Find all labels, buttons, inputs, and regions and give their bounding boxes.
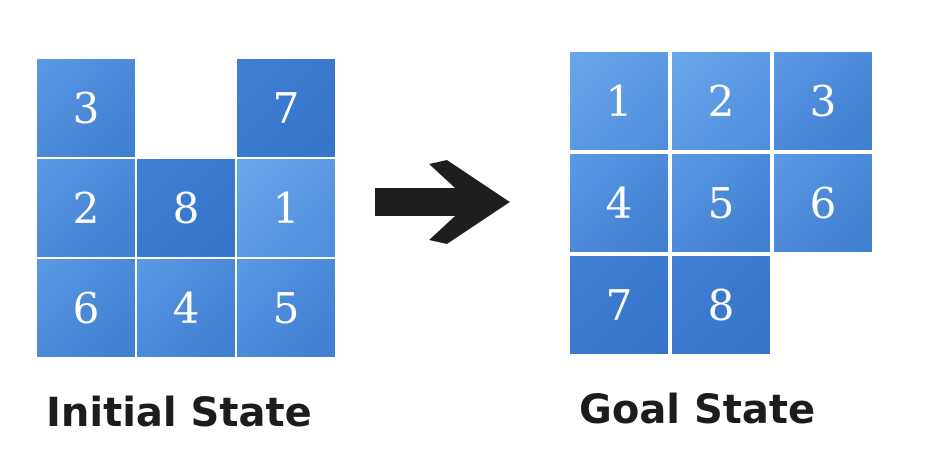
- goal-tile-r2c1: 4: [570, 154, 668, 252]
- goal-tile-r1c3: 3: [774, 52, 872, 150]
- goal-state-caption: Goal State: [579, 387, 816, 433]
- goal-tile-r1c1: 1: [570, 52, 668, 150]
- initial-tile-r2c2: 8: [137, 159, 235, 257]
- goal-state-grid: 1 2 3 4 5 6 7 8: [570, 52, 872, 354]
- initial-tile-r3c1: 6: [37, 259, 135, 357]
- goal-tile-r3c1: 7: [570, 256, 668, 354]
- goal-tile-r1c2: 2: [672, 52, 770, 150]
- initial-tile-r2c3: 1: [237, 159, 335, 257]
- goal-tile-r2c2: 5: [672, 154, 770, 252]
- initial-state-grid: 3 7 2 8 1 6 4 5: [37, 59, 337, 359]
- initial-state-caption: Initial State: [46, 390, 312, 436]
- initial-tile-r1c3: 7: [237, 59, 335, 157]
- goal-tile-r2c3: 6: [774, 154, 872, 252]
- initial-tile-r3c2: 4: [137, 259, 235, 357]
- initial-tile-r2c1: 2: [37, 159, 135, 257]
- goal-tile-r3c2: 8: [672, 256, 770, 354]
- initial-tile-r3c3: 5: [237, 259, 335, 357]
- initial-tile-r1c1: 3: [37, 59, 135, 157]
- right-arrow-icon: [375, 160, 510, 244]
